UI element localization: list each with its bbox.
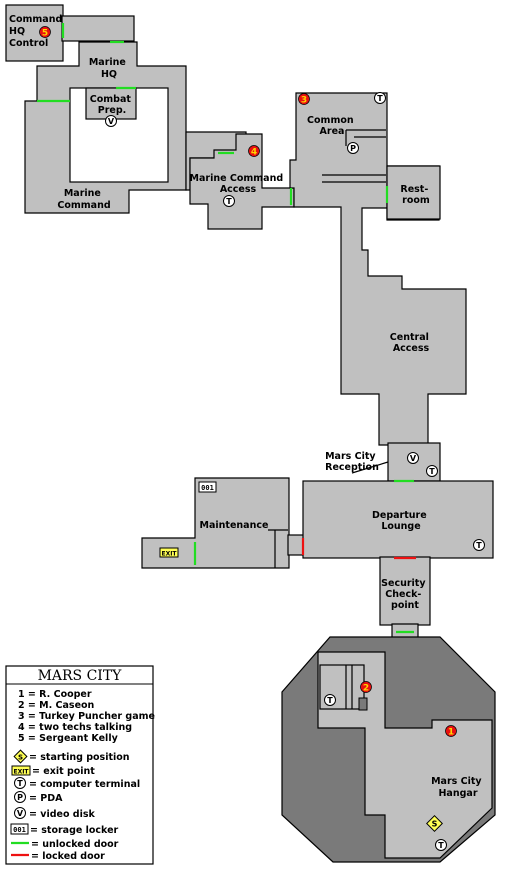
svg-text:T: T xyxy=(226,197,232,206)
starting-position-icon[interactable]: S xyxy=(426,815,443,832)
label-marine-hq: Marine HQ xyxy=(89,57,129,80)
label-security-checkpoint: Security Check- point xyxy=(381,578,429,611)
corridor-hq-control xyxy=(61,15,135,42)
marker-3[interactable]: 3 xyxy=(298,93,310,106)
legend-locked: = locked door xyxy=(31,851,105,862)
svg-text:1: 1 xyxy=(448,728,454,738)
legend-unlocked: = unlocked door xyxy=(31,839,119,850)
svg-text:T: T xyxy=(17,779,23,788)
terminal-icon[interactable]: T xyxy=(473,539,485,551)
label-mars-city-hangar: Mars City Hangar xyxy=(431,776,485,799)
svg-text:EXIT: EXIT xyxy=(13,769,29,776)
legend-locker: = storage locker xyxy=(30,825,119,836)
svg-text:V: V xyxy=(410,454,417,463)
legend-item: 4 = two techs talking xyxy=(18,722,132,733)
svg-text:V: V xyxy=(17,809,24,818)
corridor-maint-lounge xyxy=(287,534,305,556)
svg-text:T: T xyxy=(327,696,333,705)
svg-text:T: T xyxy=(377,94,383,103)
video-disk-icon[interactable]: V xyxy=(407,452,419,464)
legend-item: 5 = Sergeant Kelly xyxy=(18,733,119,744)
svg-text:5: 5 xyxy=(42,29,48,39)
legend-item: 1 = R. Cooper xyxy=(18,689,92,700)
storage-locker-icon[interactable]: 001 xyxy=(198,481,217,493)
label-departure-lounge: Departure Lounge xyxy=(372,510,430,532)
room-combat-prep xyxy=(85,87,137,120)
legend-start: = starting position xyxy=(29,752,130,763)
legend-item: 3 = Turkey Puncher game xyxy=(18,711,155,722)
terminal-icon[interactable]: T xyxy=(435,839,447,851)
reception-leader-line xyxy=(351,461,389,474)
pda-icon[interactable]: P xyxy=(347,142,359,154)
exit-point-icon: EXIT xyxy=(11,765,31,776)
svg-text:S: S xyxy=(432,820,438,829)
video-disk-icon[interactable]: V xyxy=(105,115,117,127)
marker-2[interactable]: 2 xyxy=(360,681,372,694)
terminal-icon[interactable]: T xyxy=(374,92,386,104)
svg-text:2: 2 xyxy=(363,684,369,694)
map-legend: MARS CITY 1 = R. Cooper 2 = M. Caseon 3 … xyxy=(5,665,155,865)
room-maintenance xyxy=(141,477,290,569)
label-central-access: Central Access xyxy=(390,332,432,354)
label-marine-command-access: Marine Command Access xyxy=(190,173,287,195)
svg-text:P: P xyxy=(17,793,23,802)
marker-4[interactable]: 4 xyxy=(248,145,260,158)
legend-item: 2 = M. Caseon xyxy=(18,700,95,711)
svg-text:S: S xyxy=(18,754,23,762)
hangar-pillar xyxy=(358,697,368,711)
room-command-hq-control xyxy=(5,4,64,62)
label-common-area: Common Area xyxy=(307,115,357,137)
svg-text:4: 4 xyxy=(251,148,257,158)
label-mars-city-reception: Mars City Reception xyxy=(325,451,379,473)
svg-text:EXIT: EXIT xyxy=(161,551,177,558)
svg-text:T: T xyxy=(476,541,482,550)
legend-pda: = PDA xyxy=(29,793,63,804)
label-marine-command: Marine Command xyxy=(57,188,110,211)
terminal-icon[interactable]: T xyxy=(223,195,235,207)
terminal-icon[interactable]: T xyxy=(426,465,438,477)
svg-text:P: P xyxy=(350,144,356,153)
svg-text:T: T xyxy=(438,841,444,850)
label-rest-room: Rest- room xyxy=(400,184,431,206)
svg-text:001: 001 xyxy=(201,484,214,492)
room-common-area xyxy=(289,92,467,463)
legend-title: MARS CITY xyxy=(38,668,123,684)
video-disk-icon: V xyxy=(14,807,26,819)
legend-video: = video disk xyxy=(29,809,96,820)
exit-point-icon[interactable]: EXIT xyxy=(159,547,179,558)
legend-terminal: = computer terminal xyxy=(29,779,140,790)
starting-position-icon: S xyxy=(13,749,28,764)
legend-exit: = exit point xyxy=(32,766,95,777)
label-command-hq-control: Command HQ Control xyxy=(9,14,66,49)
svg-text:T: T xyxy=(429,467,435,476)
marker-1[interactable]: 1 xyxy=(445,725,457,738)
pda-icon: P xyxy=(14,791,26,803)
svg-text:V: V xyxy=(108,117,115,126)
marker-5[interactable]: 5 xyxy=(39,26,51,39)
svg-text:3: 3 xyxy=(301,96,307,106)
terminal-icon: T xyxy=(14,777,26,789)
svg-text:001: 001 xyxy=(13,826,26,834)
storage-locker-icon: 001 xyxy=(10,823,29,835)
label-maintenance: Maintenance xyxy=(200,520,269,531)
terminal-icon[interactable]: T xyxy=(324,694,336,706)
room-departure-lounge xyxy=(302,480,494,559)
label-combat-prep: Combat Prep. xyxy=(90,94,134,116)
